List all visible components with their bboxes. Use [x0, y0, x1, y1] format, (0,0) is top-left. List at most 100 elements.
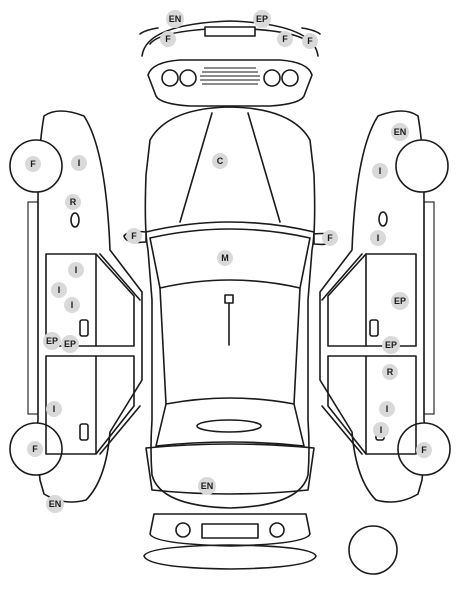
windshield — [149, 228, 311, 289]
damage-badge-label: R — [387, 367, 394, 377]
rear-plate — [201, 523, 259, 539]
damage-badge-bg — [27, 441, 43, 457]
damage-badge[interactable]: F — [126, 228, 142, 244]
damage-badge-bg — [302, 33, 318, 49]
damage-badge[interactable]: F — [277, 31, 293, 47]
damage-badge-bg — [160, 31, 176, 47]
front-grille — [147, 59, 313, 107]
damage-badge[interactable]: EP — [391, 292, 409, 310]
damage-badge-bg — [277, 31, 293, 47]
damage-badge-bg — [61, 335, 79, 353]
damage-badge[interactable]: EN — [166, 10, 184, 28]
rear-window — [155, 397, 305, 447]
damage-badge-bg — [25, 156, 41, 172]
damage-badge-label: EP — [256, 14, 268, 24]
right-sill — [423, 201, 435, 415]
damage-badge[interactable]: EP — [253, 10, 271, 28]
damage-badge-bg — [51, 282, 67, 298]
damage-badge-bg — [46, 401, 62, 417]
damage-badge-label: EP — [394, 296, 406, 306]
left-rear-door-handle — [79, 423, 89, 441]
damage-badge-bg — [416, 442, 432, 458]
damage-badge[interactable]: F — [160, 31, 176, 47]
damage-badge-bg — [46, 495, 64, 513]
damage-badge-label: F — [32, 444, 38, 454]
rear-view — [143, 513, 317, 570]
damage-badge[interactable]: EN — [391, 123, 409, 141]
damage-badge[interactable]: I — [370, 230, 386, 246]
right-front-door-handle — [369, 319, 379, 337]
damage-badge[interactable]: I — [373, 422, 389, 438]
damage-badge[interactable]: R — [382, 364, 398, 380]
right-fuel-cap — [378, 211, 388, 227]
damage-badge-label: C — [217, 156, 224, 166]
damage-badge[interactable]: F — [25, 156, 41, 172]
damage-badge-bg — [126, 228, 142, 244]
damage-badge[interactable]: EP — [382, 336, 400, 354]
damage-badge-label: F — [421, 445, 427, 455]
damage-badge[interactable]: I — [71, 155, 87, 171]
damage-badge-bg — [68, 262, 84, 278]
car-body-outline — [144, 106, 316, 509]
damage-badge-label: I — [78, 158, 81, 168]
damage-badge[interactable]: EP — [61, 335, 79, 353]
damage-badge-bg — [64, 297, 80, 313]
damage-badge[interactable]: EP — [43, 332, 61, 350]
damage-badge[interactable]: I — [64, 297, 80, 313]
damage-badge-label: I — [379, 166, 382, 176]
damage-badge-label: EN — [169, 14, 182, 24]
damage-badge-label: EN — [201, 481, 214, 491]
damage-badge[interactable]: M — [217, 250, 233, 266]
damage-badge-label: EP — [385, 340, 397, 350]
damage-badge[interactable]: F — [302, 33, 318, 49]
damage-badge[interactable]: I — [379, 401, 395, 417]
damage-badge-label: EP — [46, 336, 58, 346]
damage-badge-bg — [217, 250, 233, 266]
damage-badge-bg — [372, 163, 388, 179]
damage-badge-label: I — [75, 265, 78, 275]
top-view — [123, 106, 337, 509]
spare-wheel — [348, 525, 398, 575]
damage-badge-label: F — [165, 34, 171, 44]
left-fuel-cap — [70, 212, 80, 228]
damage-badge-label: I — [380, 425, 383, 435]
damage-badge[interactable]: R — [65, 194, 81, 210]
damage-badge-bg — [370, 230, 386, 246]
damage-badge[interactable]: F — [322, 230, 338, 246]
damage-badge-bg — [253, 10, 271, 28]
damage-badge-label: F — [307, 36, 313, 46]
damage-badge-label: I — [377, 233, 380, 243]
damage-badge-label: EN — [394, 127, 407, 137]
damage-badge[interactable]: I — [46, 401, 62, 417]
damage-badge-bg — [198, 477, 216, 495]
damage-badge-label: EN — [49, 499, 62, 509]
damage-badge-label: R — [70, 197, 77, 207]
damage-badge[interactable]: EN — [46, 495, 64, 513]
damage-badge-label: F — [131, 231, 137, 241]
damage-badge-label: F — [282, 34, 288, 44]
rear-panel — [149, 513, 311, 547]
damage-badge-label: I — [71, 300, 74, 310]
right-body-outline — [319, 110, 426, 503]
damage-badge-bg — [391, 123, 409, 141]
damage-badge-bg — [43, 332, 61, 350]
damage-badge-label: I — [53, 404, 56, 414]
damage-badge[interactable]: I — [68, 262, 84, 278]
damage-badge[interactable]: I — [372, 163, 388, 179]
damage-badge-label: I — [386, 404, 389, 414]
damage-badge[interactable]: C — [212, 153, 228, 169]
damage-badge[interactable]: F — [27, 441, 43, 457]
damage-badge-bg — [71, 155, 87, 171]
rear-spoiler — [196, 419, 262, 433]
damage-badge-label: F — [327, 233, 333, 243]
damage-badge[interactable]: F — [416, 442, 432, 458]
damage-badge[interactable]: I — [51, 282, 67, 298]
damage-badge-bg — [65, 194, 81, 210]
rear-bumper-arc — [143, 544, 317, 570]
antenna-base — [224, 294, 234, 304]
front-plate — [204, 26, 256, 37]
damage-badge[interactable]: EN — [198, 477, 216, 495]
damage-badge-bg — [391, 292, 409, 310]
